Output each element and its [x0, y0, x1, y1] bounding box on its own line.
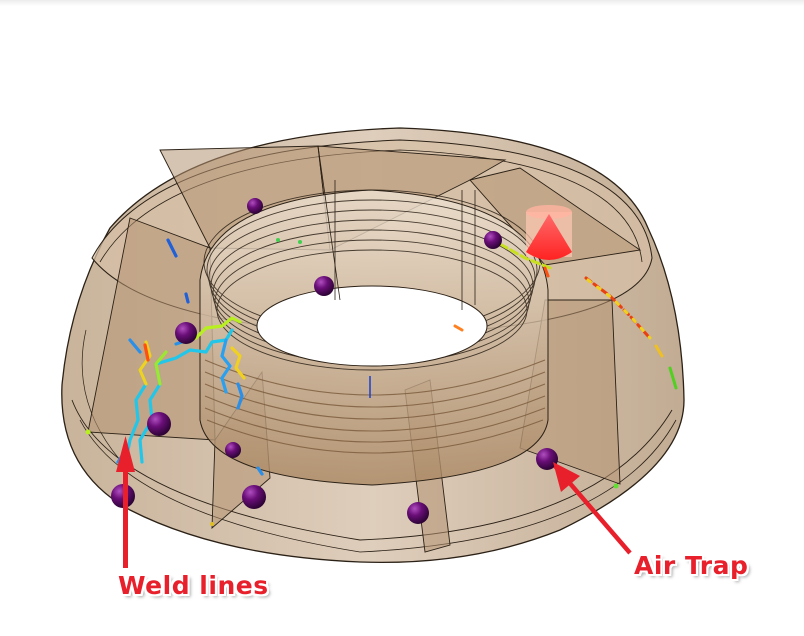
weld-lines-label: Weld lines [118, 571, 269, 600]
small-markers [85, 238, 619, 526]
air-trap-marker [247, 198, 263, 214]
air-trap-marker [242, 485, 266, 509]
air-trap-arrow-icon [553, 462, 632, 555]
air-trap-marker [536, 448, 558, 470]
weld-line-right [453, 242, 678, 390]
weld-arrow-icon [116, 436, 135, 568]
injection-gate-icon [526, 205, 572, 260]
air-trap-marker [314, 276, 334, 296]
air-trap-marker [147, 412, 171, 436]
air-traps [111, 198, 558, 524]
air-trap-marker [484, 231, 502, 249]
air-trap-marker [175, 322, 197, 344]
callout-arrows [116, 436, 632, 568]
top-shade [0, 0, 804, 6]
threaded-boss [199, 145, 549, 486]
air-trap-marker [407, 502, 429, 524]
air-trap-marker [225, 442, 241, 458]
air-trap-label: Air Trap [634, 551, 749, 580]
